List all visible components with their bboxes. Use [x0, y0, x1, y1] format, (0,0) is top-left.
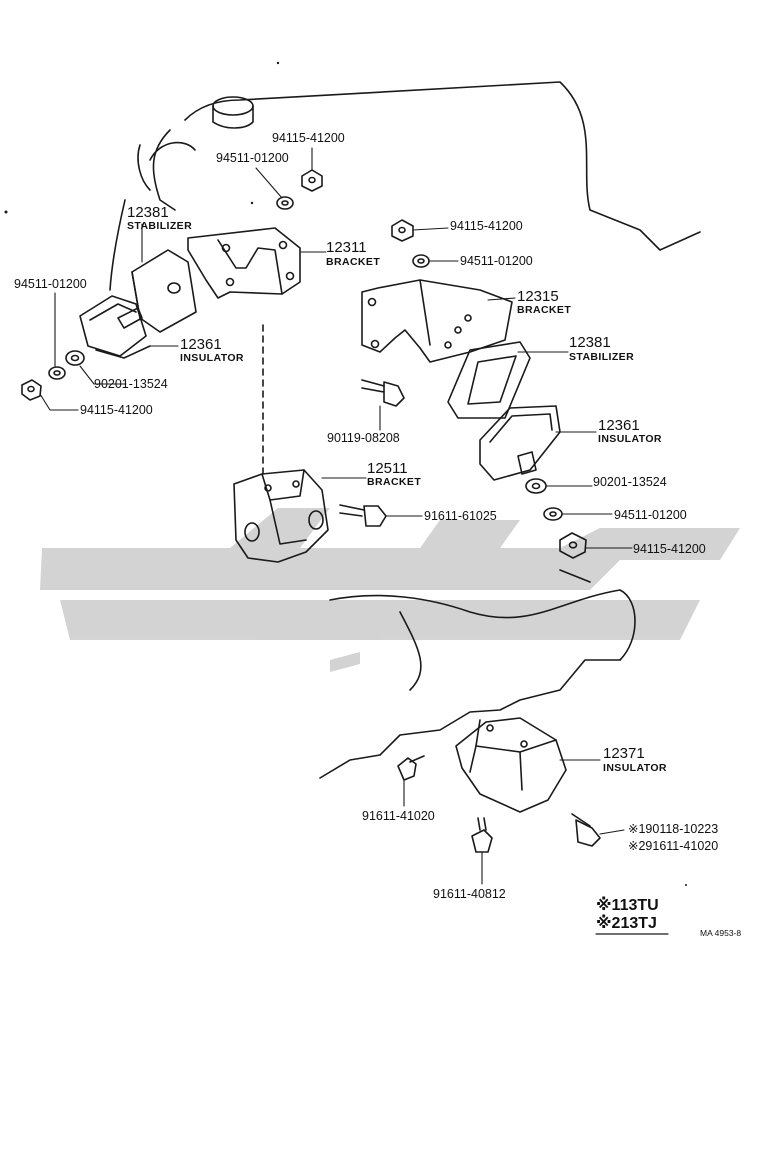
callout-291611-41020: ※291611-41020 [628, 839, 719, 853]
callout-12511-name: BRACKET [367, 476, 422, 488]
callout-94115-41200-right-low: 94115-41200 [633, 542, 706, 556]
callout-91611-40812: 91611-40812 [433, 887, 506, 901]
callout-190118-10223: ※190118-10223 [628, 822, 719, 836]
specks [4, 61, 687, 886]
callout-91611-41020: 91611-41020 [362, 809, 435, 823]
callout-12361-right-name: INSULATOR [598, 433, 662, 445]
callout-12361-left-number: 12361 [180, 336, 222, 353]
bolt-91611-40812 [471, 817, 493, 853]
callout-12315-number: 12315 [517, 288, 559, 305]
nut-94115-top [301, 169, 323, 192]
bolt-90119 [361, 379, 405, 407]
callout-90119-08208: 90119-08208 [327, 431, 400, 445]
legend-line-2: ※213TJ [596, 915, 657, 932]
callout-94115-41200-right-top: 94115-41200 [450, 219, 523, 233]
callout-12311-number: 12311 [326, 239, 367, 256]
insulator-12361-left [79, 295, 151, 359]
callout-12315-name: BRACKET [517, 304, 572, 316]
transmission-outline [319, 569, 636, 779]
callout-94511-01200-right-low: 94511-01200 [614, 508, 687, 522]
callout-12381-right-number: 12381 [569, 334, 611, 351]
figure-id: MA 4953-8 [700, 928, 742, 938]
washer-94511-left [48, 366, 66, 380]
callout-12361-left-name: INSULATOR [180, 352, 244, 364]
callout-12311-name: BRACKET [326, 256, 381, 268]
callout-12381-left-name: STABILIZER [127, 220, 193, 232]
callout-94511-01200-right-top: 94511-01200 [460, 254, 533, 268]
washer-94511-right-low [543, 507, 563, 521]
bracket-12511 [233, 469, 329, 563]
callout-94115-41200-top: 94115-41200 [272, 131, 345, 145]
insulator-12371 [455, 717, 567, 813]
bolt-91611-61025 [339, 504, 387, 527]
bracket-12311 [187, 227, 301, 299]
engine-outline [109, 81, 701, 291]
callout-90201-13524-left: 90201-13524 [94, 377, 168, 391]
legend-line-1: ※113TU [596, 897, 659, 914]
bracket-12315 [361, 279, 513, 363]
washer-90201-left [65, 350, 85, 366]
callout-12381-left-number: 12381 [127, 204, 169, 221]
callout-90201-13524-right: 90201-13524 [593, 475, 667, 489]
callout-94511-01200-top: 94511-01200 [216, 151, 289, 165]
nut-94115-right-top [391, 219, 414, 242]
washer-94511-top [276, 196, 294, 210]
stabilizer-12381-right [447, 341, 531, 419]
callout-91611-61025: 91611-61025 [424, 509, 497, 523]
nut-94115-left [21, 379, 42, 401]
bolt-91611-41020 [397, 755, 425, 781]
callout-12511-number: 12511 [367, 460, 408, 477]
washer-90201-right [525, 478, 547, 494]
insulator-12361-right [479, 405, 561, 481]
callout-12361-right-number: 12361 [598, 417, 640, 434]
washer-94511-right-top [412, 254, 430, 268]
bolt-190118-10223 [571, 813, 601, 847]
callout-12381-right-name: STABILIZER [569, 351, 635, 363]
watermark-logo [40, 508, 740, 672]
callout-12371-number: 12371 [603, 745, 645, 762]
leader-lines [39, 147, 633, 885]
callout-94115-41200-left: 94115-41200 [80, 403, 153, 417]
callout-94511-01200-left: 94511-01200 [14, 277, 87, 291]
callout-12371-name: INSULATOR [603, 762, 667, 774]
nut-94115-right-low [559, 532, 587, 559]
